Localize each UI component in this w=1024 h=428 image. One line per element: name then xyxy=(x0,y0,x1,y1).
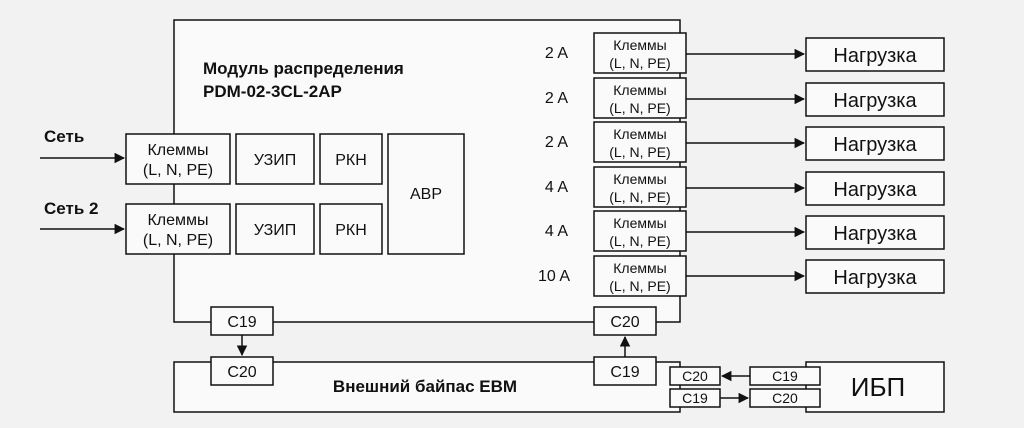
output-terminal-line2: (L, N, PE) xyxy=(609,100,670,116)
ups-label: ИБП xyxy=(851,372,905,402)
load-label: Нагрузка xyxy=(833,179,917,201)
output-row: 2 A Клеммы (L, N, PE) Нагрузка xyxy=(545,121,945,163)
load-label: Нагрузка xyxy=(833,267,917,289)
load-box xyxy=(805,259,945,294)
load-box xyxy=(805,215,945,250)
output-terminal-line1: Клеммы xyxy=(613,126,666,142)
input-label-grid2: Сеть 2 xyxy=(44,199,98,218)
input-terminal-grid2-line2: (L, N, PE) xyxy=(143,232,213,249)
output-terminal xyxy=(593,255,687,297)
load-label: Нагрузка xyxy=(833,223,917,245)
output-terminal xyxy=(593,77,687,119)
rkn-grid1-label: РКН xyxy=(335,152,367,169)
load-label: Нагрузка xyxy=(833,45,917,67)
output-terminal-line2: (L, N, PE) xyxy=(609,233,670,249)
output-terminal-line1: Клеммы xyxy=(613,171,666,187)
input-terminal-grid2-line1: Клеммы xyxy=(147,212,208,229)
output-terminal-line1: Клеммы xyxy=(613,37,666,53)
external-bypass-label: Внешний байпас ЕВМ xyxy=(333,377,517,396)
uzip-grid2 xyxy=(235,203,315,255)
ups-port-c20 xyxy=(749,388,821,408)
output-terminal-line1: Клеммы xyxy=(613,82,666,98)
load-label: Нагрузка xyxy=(833,90,917,112)
output-row: 2 A Клеммы (L, N, PE) Нагрузка xyxy=(545,77,945,119)
output-terminal-line2: (L, N, PE) xyxy=(609,278,670,294)
uzip-grid1-label: УЗИП xyxy=(254,152,296,169)
input-terminal-grid1 xyxy=(125,133,231,185)
output-terminal-line2: (L, N, PE) xyxy=(609,144,670,160)
module-title-line2: PDM-02-3CL-2AP xyxy=(203,82,342,101)
output-current: 4 A xyxy=(545,179,568,196)
module-connector-c19 xyxy=(210,306,274,336)
avr-block xyxy=(387,133,465,255)
load-box xyxy=(805,37,945,72)
load-box xyxy=(805,82,945,117)
input-terminal-grid2 xyxy=(125,203,231,255)
output-terminal-line2: (L, N, PE) xyxy=(609,55,670,71)
rkn-grid1 xyxy=(319,133,383,185)
bypass-port-c20 xyxy=(669,366,721,386)
bypass-connector-c20-label: C20 xyxy=(227,364,256,381)
output-terminal xyxy=(593,166,687,208)
bypass-connector-c19-label: C19 xyxy=(610,364,639,381)
load-box xyxy=(805,171,945,206)
rkn-grid2-label: РКН xyxy=(335,222,367,239)
uzip-grid2-label: УЗИП xyxy=(254,222,296,239)
module-connector-c19-label: C19 xyxy=(227,314,256,331)
output-terminal xyxy=(593,32,687,74)
output-current: 10 A xyxy=(538,268,570,285)
output-terminal-line2: (L, N, PE) xyxy=(609,189,670,205)
bypass-port-c19-label: C19 xyxy=(682,390,708,406)
avr-label: АВР xyxy=(410,186,442,203)
load-label: Нагрузка xyxy=(833,134,917,156)
load-box xyxy=(805,126,945,161)
output-current: 2 A xyxy=(545,45,568,62)
output-terminal-line1: Клеммы xyxy=(613,260,666,276)
bypass-port-c20-label: C20 xyxy=(682,368,708,384)
output-row: 2 A Клеммы (L, N, PE) Нагрузка xyxy=(545,32,945,74)
input-terminal-grid1-line1: Клеммы xyxy=(147,142,208,159)
output-terminal xyxy=(593,121,687,163)
bypass-connector-c20 xyxy=(210,356,274,386)
ups-frame xyxy=(805,361,945,413)
ups-port-c19-label: C19 xyxy=(772,368,798,384)
rkn-grid2 xyxy=(319,203,383,255)
uzip-grid1 xyxy=(235,133,315,185)
output-current: 2 A xyxy=(545,134,568,151)
input-label-grid1: Сеть xyxy=(44,127,84,146)
output-terminal xyxy=(593,210,687,252)
output-row: 4 A Клеммы (L, N, PE) Нагрузка xyxy=(545,210,945,252)
output-row: 4 A Клеммы (L, N, PE) Нагрузка xyxy=(545,166,945,208)
input-terminal-grid1-line2: (L, N, PE) xyxy=(143,162,213,179)
ups-port-c20-label: C20 xyxy=(772,390,798,406)
module-title-line1: Модуль распределения xyxy=(203,59,404,78)
output-row: 10 A Клеммы (L, N, PE) Нагрузка xyxy=(538,255,945,297)
output-current: 2 A xyxy=(545,90,568,107)
module-connector-c20-label: C20 xyxy=(610,314,639,331)
output-current: 4 A xyxy=(545,223,568,240)
module-connector-c20 xyxy=(593,306,657,336)
output-terminal-line1: Клеммы xyxy=(613,215,666,231)
